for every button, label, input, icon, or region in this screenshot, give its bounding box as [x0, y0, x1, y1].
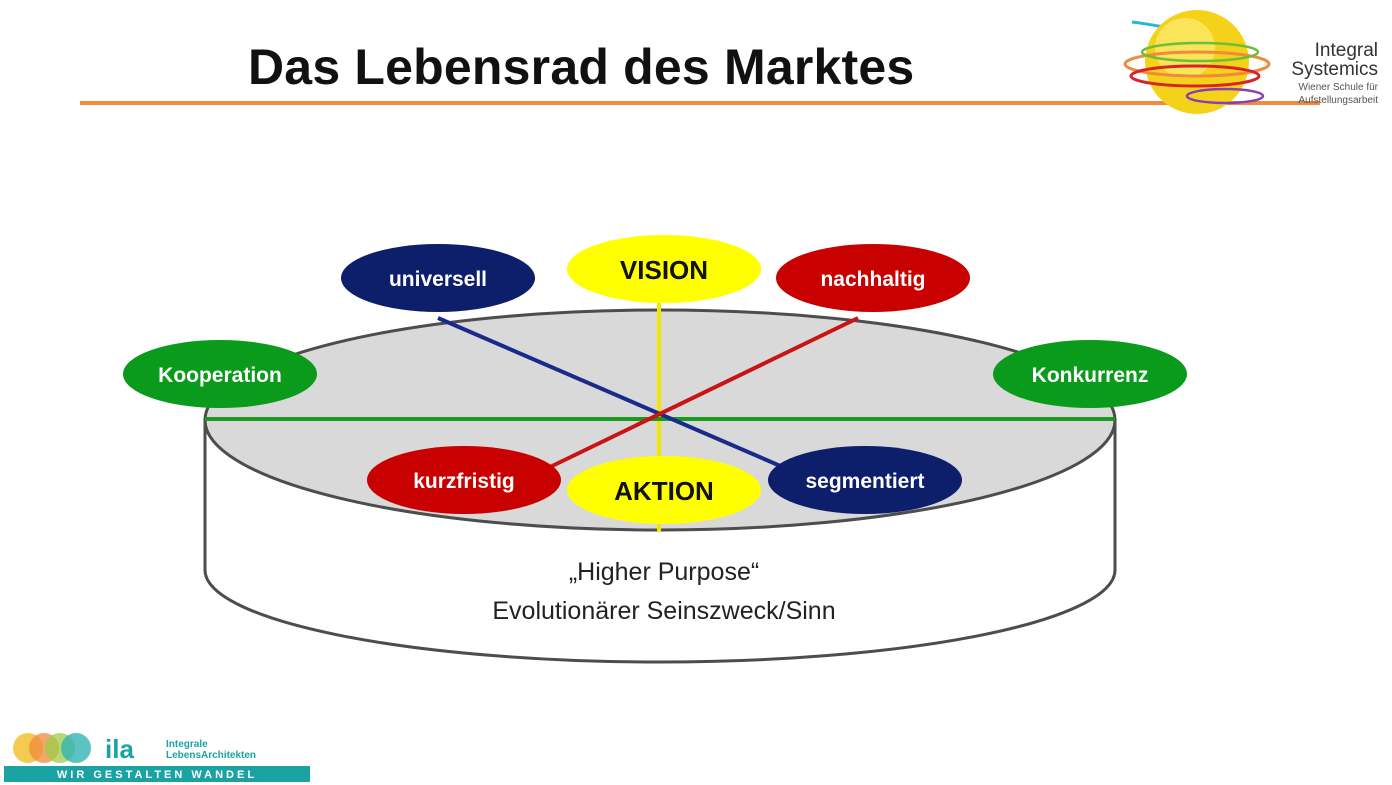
ila-text-integrale: Integrale [166, 739, 208, 750]
node-kurzfristig: kurzfristig [367, 446, 561, 514]
node-aktion-label: AKTION [614, 476, 714, 506]
axis-nachhaltig-kurzfristig [547, 316, 859, 470]
higher-purpose-text: „Higher Purpose“ [569, 558, 759, 586]
node-segmentiert-label: segmentiert [805, 470, 924, 493]
node-kooperation: Kooperation [123, 340, 317, 408]
ila-text-lebensarchitekten: LebensArchitekten [166, 750, 256, 761]
title-rule [80, 101, 1320, 105]
logo-text-wiener-schule: Wiener Schule für [1299, 82, 1379, 93]
logo-ring-orange [1123, 50, 1271, 78]
node-kooperation-label: Kooperation [158, 364, 282, 387]
logo-ring-red [1129, 64, 1261, 88]
node-vision: VISION [567, 235, 761, 303]
axis-universell-segmentiert [437, 316, 786, 470]
logo-ring-purple [1185, 87, 1265, 105]
ila-circle-teal [61, 733, 91, 763]
ila-tagline-text: WIR GESTALTEN WANDEL [57, 769, 257, 781]
node-nachhaltig-label: nachhaltig [820, 268, 925, 291]
node-konkurrenz-label: Konkurrenz [1032, 364, 1149, 387]
logo-ring-green [1140, 41, 1260, 63]
slide-title: Das Lebensrad des Marktes [248, 39, 915, 95]
node-vision-label: VISION [620, 255, 708, 285]
ila-mark-text: ila [105, 734, 134, 764]
logo-text-aufstellungsarbeit: Aufstellungsarbeit [1299, 95, 1379, 106]
node-kurzfristig-label: kurzfristig [413, 470, 515, 493]
node-aktion: AKTION [567, 456, 761, 524]
logo-globe-highlight [1155, 18, 1215, 78]
node-nachhaltig: nachhaltig [776, 244, 970, 312]
ila-tagline-bar [4, 766, 310, 782]
logo-text-systemics: Systemics [1291, 59, 1378, 80]
node-konkurrenz: Konkurrenz [993, 340, 1187, 408]
ila-logo: ila Integrale LebensArchitekten WIR GEST… [4, 733, 310, 782]
node-universell: universell [341, 244, 535, 312]
seinszweck-text: Evolutionärer Seinszweck/Sinn [492, 597, 835, 625]
node-universell-label: universell [389, 268, 487, 291]
integral-systemics-logo: Integral Systemics Wiener Schule für Auf… [1123, 10, 1379, 114]
node-segmentiert: segmentiert [768, 446, 962, 514]
logo-text-integral: Integral [1315, 40, 1378, 61]
